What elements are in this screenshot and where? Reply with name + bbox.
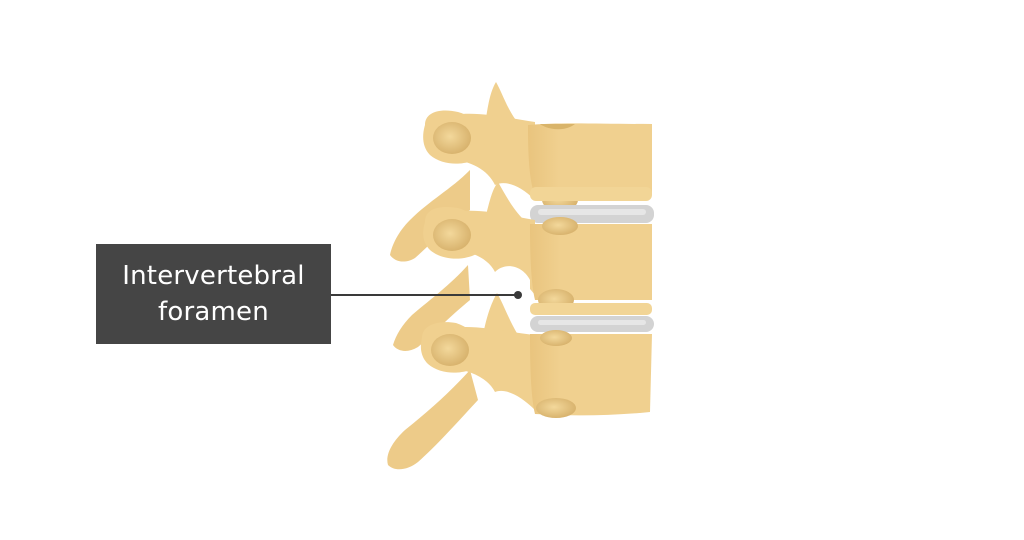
spinous-process	[393, 265, 470, 351]
vertebra-3	[387, 293, 652, 470]
intervertebral-foramen	[491, 266, 530, 310]
facet-hole	[433, 122, 471, 154]
vertebral-body	[530, 334, 652, 416]
intervertebral-disc-2	[530, 316, 654, 332]
vertebral-body	[528, 123, 652, 195]
vertebral-body	[530, 224, 652, 300]
spinous-process	[387, 370, 478, 470]
superior-articular-process	[486, 182, 522, 218]
vertebra-2	[393, 182, 652, 351]
facet-hole	[431, 334, 469, 366]
pointer-dot	[514, 291, 522, 299]
label-line-2: foramen	[158, 297, 269, 327]
facet-hole	[433, 219, 471, 251]
label-intervertebral-foramen: Intervertebral foramen	[96, 244, 331, 344]
superior-articular-process	[485, 82, 520, 125]
vertebra-1	[390, 82, 652, 262]
superior-articular-process	[484, 293, 518, 335]
label-line-1: Intervertebral	[122, 261, 305, 291]
